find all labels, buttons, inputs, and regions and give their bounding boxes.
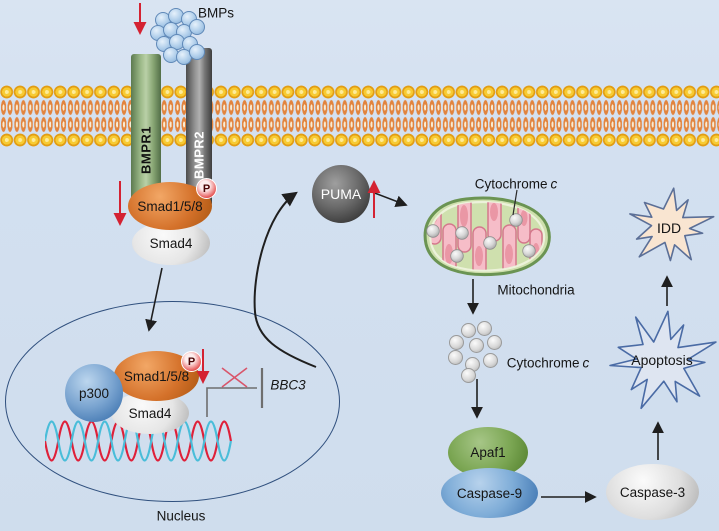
cytochrome-c-molecule [448, 334, 464, 350]
puma-protein: PUMA [312, 165, 370, 223]
membrane-lipid-tails-inner [0, 116, 719, 133]
bmpr1-receptor [131, 54, 161, 204]
phospho-badge-membrane: P [196, 178, 217, 199]
mitochondria-label: Mitochondria [497, 282, 575, 298]
mitochondria-cristae [431, 202, 543, 270]
cytochrome-c-molecule [447, 349, 463, 365]
cytochrome-c-molecule [482, 352, 498, 368]
cytochrome-c-molecule [476, 320, 492, 336]
bmp-ligand-molecule [189, 44, 205, 60]
smad4-protein-membrane: Smad4 [132, 221, 210, 265]
bmpr1-label: BMPR1 [138, 125, 154, 175]
smad158-membrane-label: Smad1/5/8 [137, 198, 203, 214]
smad4-membrane-label: Smad4 [149, 235, 193, 251]
caspase3-protein: Caspase-3 [606, 464, 699, 520]
cytochrome-c-molecule [468, 337, 484, 353]
mitochondria-inner-rim [429, 201, 546, 272]
plasma-membrane [0, 84, 719, 148]
mitochondria-outer-membrane [423, 196, 551, 277]
p300-protein: p300 [65, 364, 123, 422]
cytochrome-c-molecule [486, 334, 502, 350]
bmp-ligand-molecule [189, 19, 205, 35]
apaf1-protein: Apaf1 [448, 427, 528, 478]
membrane-lipid-heads-inner [0, 132, 719, 148]
mitochondria-organelle [423, 196, 551, 277]
arrow-puma-to-mitochondria [371, 191, 408, 207]
idd-label: IDD [656, 220, 682, 236]
puma-label: PUMA [320, 186, 362, 202]
cytochrome-label-pointer-line [512, 189, 518, 216]
nucleus-envelope [5, 301, 340, 502]
cytochrome-c-molecule [460, 367, 476, 383]
bmps-label: BMPs [197, 5, 235, 21]
apoptosis-label: Apoptosis [631, 352, 693, 368]
smad4-nucleus-label: Smad4 [128, 405, 172, 421]
p300-label: p300 [78, 385, 110, 401]
caspase3-label: Caspase-3 [619, 484, 686, 500]
cytochrome-c-molecules-bound [426, 213, 536, 263]
bmpr2-label: BMPR2 [191, 130, 207, 180]
membrane-lipid-tails-outer [0, 99, 719, 116]
bbc3-gene-label: BBC3 [270, 377, 306, 393]
smad4-protein-nucleus: Smad4 [111, 392, 189, 434]
apaf1-label: Apaf1 [470, 445, 506, 460]
smad158-nucleus-label: Smad1/5/8 [123, 368, 190, 384]
membrane-lipid-heads-outer [0, 84, 719, 100]
cytochrome-c-molecule [460, 322, 476, 338]
phospho-badge-nucleus: P [181, 351, 202, 372]
caspase9-protein: Caspase-9 [441, 468, 538, 518]
nucleus-label: Nucleus [156, 508, 206, 524]
caspase9-label: Caspase-9 [456, 485, 523, 501]
